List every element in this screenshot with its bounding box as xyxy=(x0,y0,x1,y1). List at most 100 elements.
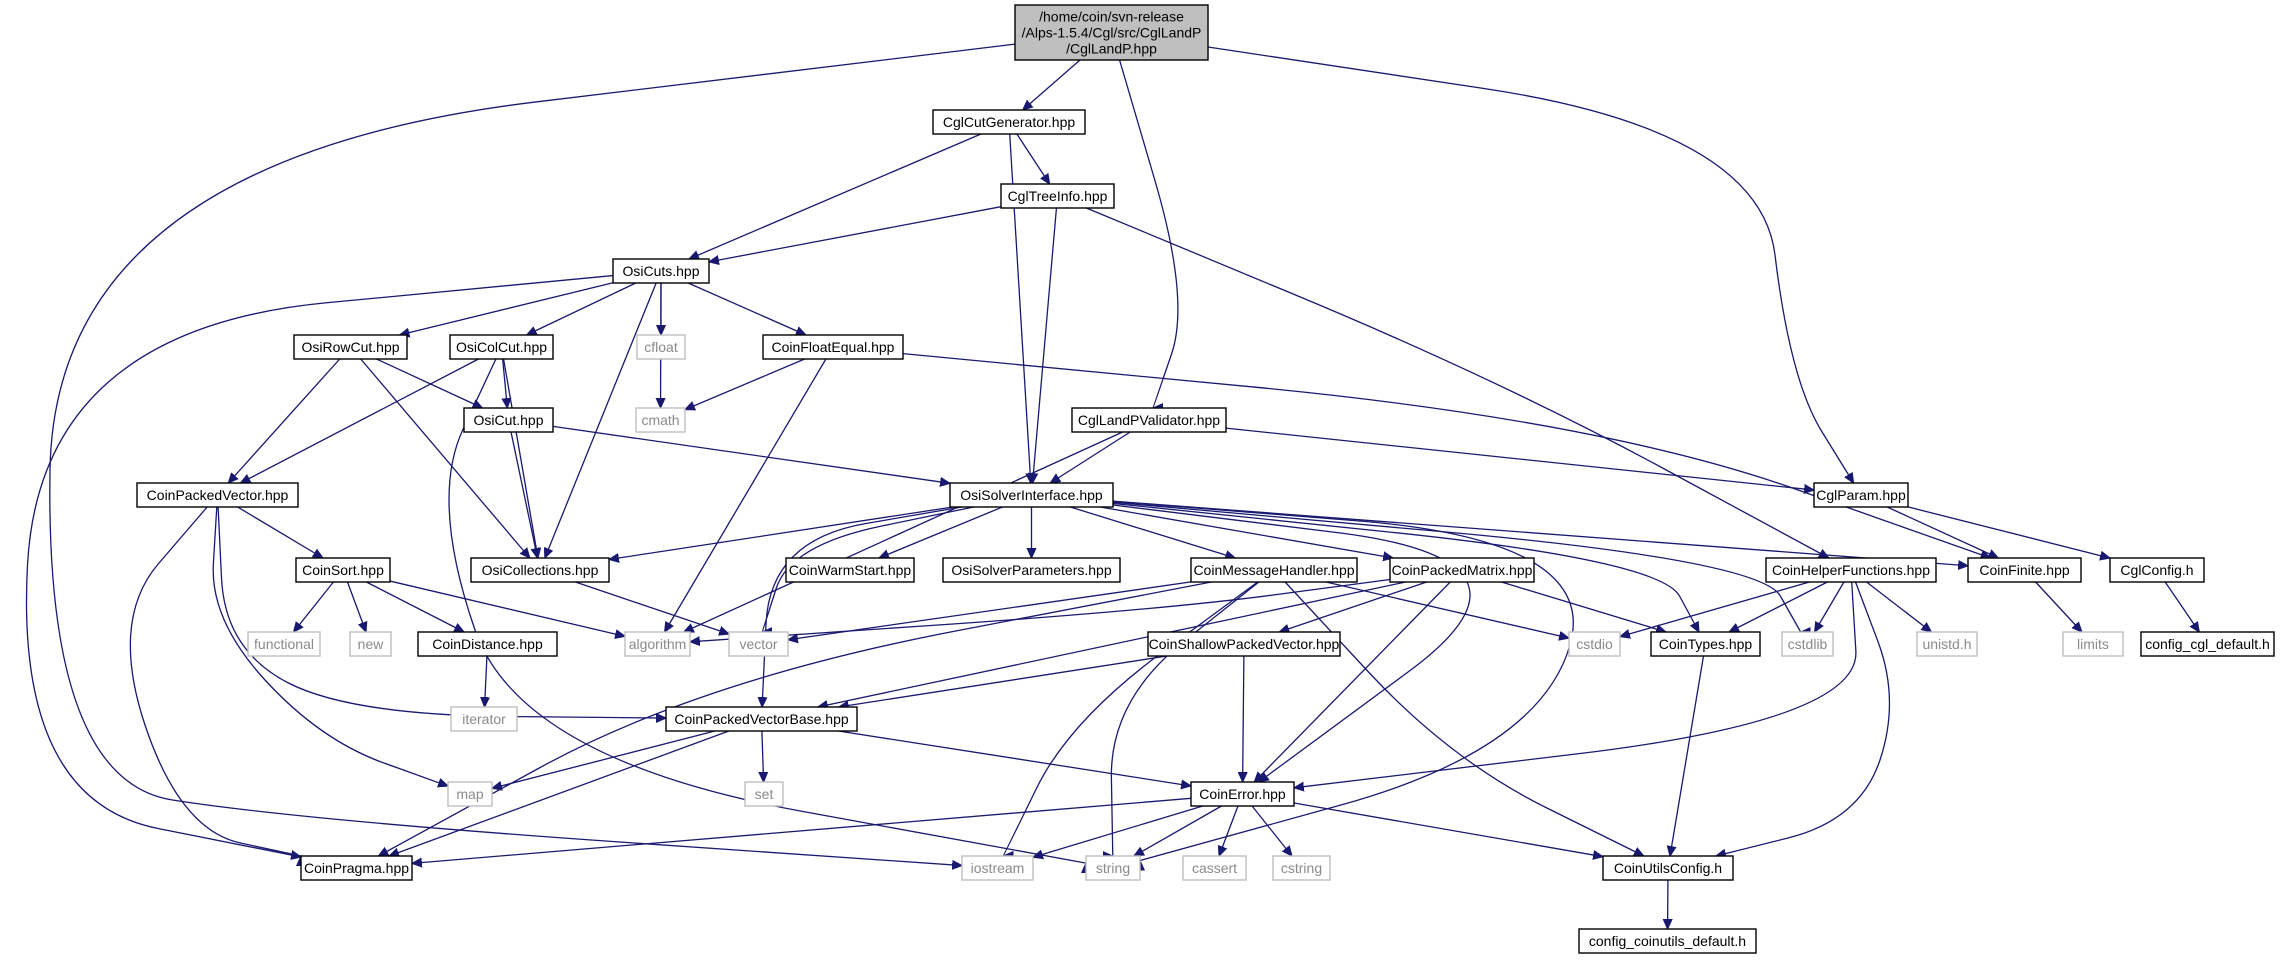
node-label-limits: limits xyxy=(2077,636,2109,652)
edge-OsiColCut-to-OsiCut xyxy=(503,358,508,408)
edge-CglCutGenerator-to-OsiCuts xyxy=(689,133,982,259)
edge-CglLandPValidator-to-OsiSolverInterface xyxy=(1050,431,1131,483)
node-label-cstdio: cstdio xyxy=(1576,636,1613,652)
node-label-cstring: cstring xyxy=(1281,860,1322,876)
edge-CoinHelperFunctions-to-cstdlib xyxy=(1815,581,1845,632)
node-CglConfig[interactable]: CglConfig.h xyxy=(2109,557,2205,583)
node-CoinWarmStart[interactable]: CoinWarmStart.hpp xyxy=(785,557,915,583)
edge-CoinMessageHandler-to-string xyxy=(1111,581,1260,856)
node-CoinFinite[interactable]: CoinFinite.hpp xyxy=(1967,557,2082,583)
node-box-CoinFinite xyxy=(1967,557,2082,583)
node-CoinShallowPackedVector[interactable]: CoinShallowPackedVector.hpp xyxy=(1147,631,1341,657)
node-box-map xyxy=(447,781,493,807)
node-cmath: cmath xyxy=(635,407,686,433)
edge-CglTreeInfo-to-OsiSolverInterface xyxy=(1033,207,1058,483)
edge-CoinHelperFunctions-to-CoinUtilsConfig xyxy=(1716,581,1891,856)
node-CoinUtilsConfig[interactable]: CoinUtilsConfig.h xyxy=(1602,855,1734,881)
node-CglParam[interactable]: CglParam.hpp xyxy=(1813,482,1909,508)
edge-CglConfig-to-config_cgl_default xyxy=(2164,581,2199,632)
node-box-CoinDistance xyxy=(417,631,558,657)
node-CglCutGenerator[interactable]: CglCutGenerator.hpp xyxy=(932,109,1086,135)
edge-OsiColCut-to-string xyxy=(448,358,1086,863)
node-set: set xyxy=(744,781,784,807)
node-box-config_cgl_default xyxy=(2140,631,2275,657)
edge-CoinPackedVectorBase-to-set xyxy=(762,730,764,782)
node-box-unistd xyxy=(1916,631,1978,657)
node-label-cfloat: cfloat xyxy=(644,339,678,355)
node-CoinPackedVector[interactable]: CoinPackedVector.hpp xyxy=(136,482,299,508)
edge-CoinHelperFunctions-to-unistd xyxy=(1866,581,1932,632)
node-CoinFloatEqual[interactable]: CoinFloatEqual.hpp xyxy=(762,334,904,360)
edge-root-to-CglLandPValidator xyxy=(1118,59,1179,408)
node-label-root: /Alps-1.5.4/Cgl/src/CglLandP xyxy=(1022,25,1202,41)
node-label-iostream: iostream xyxy=(971,860,1025,876)
node-box-CglTreeInfo xyxy=(1000,183,1115,209)
node-CoinError[interactable]: CoinError.hpp xyxy=(1190,781,1295,807)
node-box-CoinShallowPackedVector xyxy=(1147,631,1341,657)
node-label-OsiSolverParameters: OsiSolverParameters.hpp xyxy=(951,562,1112,578)
edge-CoinTypes-to-CoinUtilsConfig xyxy=(1670,655,1705,856)
node-OsiCut[interactable]: OsiCut.hpp xyxy=(463,407,554,433)
edge-CoinPackedVectorBase-to-CoinPragma xyxy=(389,730,730,856)
edge-CoinSort-to-functional xyxy=(294,581,334,632)
node-OsiSolverParameters[interactable]: OsiSolverParameters.hpp xyxy=(942,557,1121,583)
node-CoinHelperFunctions[interactable]: CoinHelperFunctions.hpp xyxy=(1765,557,1937,583)
edge-OsiSolverInterface-to-vector xyxy=(762,506,974,632)
edge-CoinFloatEqual-to-CoinFinite xyxy=(902,353,1991,558)
edge-OsiCuts-to-CoinFloatEqual xyxy=(687,282,806,336)
node-label-vector: vector xyxy=(739,636,777,652)
node-OsiColCut[interactable]: OsiColCut.hpp xyxy=(449,334,554,360)
node-OsiRowCut[interactable]: OsiRowCut.hpp xyxy=(293,334,408,360)
node-box-OsiCut xyxy=(463,407,554,433)
edge-CoinMessageHandler-to-cstdio xyxy=(1325,581,1569,638)
edge-CoinPackedMatrix-to-CoinShallowPackedVector xyxy=(1279,581,1427,632)
edge-CoinShallowPackedVector-to-CoinError xyxy=(1243,655,1244,782)
node-OsiCuts[interactable]: OsiCuts.hpp xyxy=(612,258,710,284)
node-label-CoinWarmStart: CoinWarmStart.hpp xyxy=(789,562,912,578)
node-label-OsiSolverInterface: OsiSolverInterface.hpp xyxy=(960,487,1103,503)
edge-CoinError-to-CoinPragma xyxy=(412,797,1192,863)
node-label-CoinPragma: CoinPragma.hpp xyxy=(304,860,409,876)
node-CglTreeInfo[interactable]: CglTreeInfo.hpp xyxy=(1000,183,1115,209)
node-box-cstdlib xyxy=(1781,631,1834,657)
node-box-algorithm xyxy=(624,631,691,657)
edge-OsiCut-to-OsiSolverInterface xyxy=(552,425,950,483)
edge-OsiRowCut-to-OsiCollections xyxy=(360,358,530,558)
node-label-root: /CglLandP.hpp xyxy=(1066,41,1157,57)
node-OsiSolverInterface[interactable]: OsiSolverInterface.hpp xyxy=(949,482,1114,508)
edge-OsiCollections-to-vector xyxy=(575,581,729,634)
edge-CglParam-to-CglConfig xyxy=(1907,506,2110,558)
edge-CoinError-to-iostream xyxy=(1033,805,1203,857)
node-box-cfloat xyxy=(636,334,686,360)
node-box-cmath xyxy=(635,407,686,433)
node-box-OsiSolverParameters xyxy=(942,557,1121,583)
node-label-OsiCut: OsiCut.hpp xyxy=(473,412,543,428)
node-layer: /home/coin/svn-release/Alps-1.5.4/Cgl/sr… xyxy=(136,4,2275,954)
node-label-CglTreeInfo: CglTreeInfo.hpp xyxy=(1008,188,1108,204)
node-config_cgl_default[interactable]: config_cgl_default.h xyxy=(2140,631,2275,657)
node-CoinSort[interactable]: CoinSort.hpp xyxy=(295,557,391,583)
node-CglLandPValidator[interactable]: CglLandPValidator.hpp xyxy=(1071,407,1227,433)
node-config_coinutils_default[interactable]: config_coinutils_default.h xyxy=(1578,928,1757,954)
node-box-CoinError xyxy=(1190,781,1295,807)
edge-CoinSort-to-algorithm xyxy=(389,580,625,636)
node-label-OsiColCut: OsiColCut.hpp xyxy=(456,339,547,355)
node-CoinPackedVectorBase[interactable]: CoinPackedVectorBase.hpp xyxy=(665,706,858,732)
node-CoinPragma[interactable]: CoinPragma.hpp xyxy=(300,855,413,881)
edge-CoinPackedMatrix-to-CoinTypes xyxy=(1501,581,1666,632)
edge-CoinPackedVectorBase-to-map xyxy=(492,730,716,788)
node-CoinTypes[interactable]: CoinTypes.hpp xyxy=(1650,631,1761,657)
node-box-new xyxy=(349,631,392,657)
edge-CglTreeInfo-to-OsiCuts xyxy=(709,206,1002,262)
edge-CglTreeInfo-to-CoinHelperFunctions xyxy=(1086,207,1828,558)
node-CoinDistance[interactable]: CoinDistance.hpp xyxy=(417,631,558,657)
node-box-cstring xyxy=(1272,855,1331,881)
node-label-CoinError: CoinError.hpp xyxy=(1199,786,1286,802)
node-CoinPackedMatrix[interactable]: CoinPackedMatrix.hpp xyxy=(1389,557,1535,583)
node-root[interactable]: /home/coin/svn-release/Alps-1.5.4/Cgl/sr… xyxy=(1014,4,1209,61)
node-label-OsiCollections: OsiCollections.hpp xyxy=(482,562,599,578)
edge-OsiSolverInterface-to-CoinPackedVectorBase xyxy=(762,506,962,707)
node-CoinMessageHandler[interactable]: CoinMessageHandler.hpp xyxy=(1190,557,1358,583)
node-OsiCollections[interactable]: OsiCollections.hpp xyxy=(470,557,610,583)
node-label-CoinPackedMatrix: CoinPackedMatrix.hpp xyxy=(1392,562,1533,578)
